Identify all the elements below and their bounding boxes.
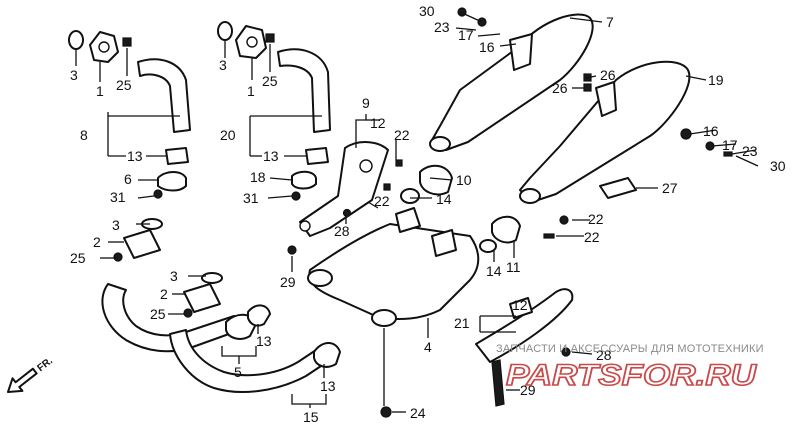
callout-22-b: 22 [374,193,390,209]
nut-25a [122,37,132,47]
callout-12-b: 12 [512,297,528,313]
callout-22-a: 22 [394,127,410,143]
callout-3-d: 3 [170,268,178,284]
callout-10: 10 [456,172,472,188]
callout-6: 6 [124,171,132,187]
callout-1-a: 1 [96,83,104,99]
callout-17-b: 17 [722,137,738,153]
callout-11: 11 [506,259,521,275]
callout-3-a: 3 [70,67,78,83]
callout-14-b: 14 [486,263,502,279]
callout-25-c: 25 [70,250,86,266]
callout-24: 24 [410,405,426,421]
callout-1-b: 1 [247,83,255,99]
callout-31-a: 31 [110,189,126,205]
muffler-7 [431,13,594,151]
callout-19: 19 [708,72,724,88]
ring-14b [479,239,497,253]
callout-13-d: 13 [320,378,336,394]
gasket-3a [68,30,84,50]
callout-28-b: 28 [596,347,612,363]
callout-16-a: 16 [479,39,495,55]
watermark: ЗАПЧАСТИ И АКСЕССУАРЫ ДЛЯ МОТОТЕХНИКИ PA… [496,343,764,393]
callout-9: 9 [362,95,370,111]
callout-8: 8 [80,127,88,143]
leader-lines [75,11,759,413]
gasket-3b [217,21,233,41]
callout-26-b: 26 [552,80,568,96]
callout-23-a: 23 [434,19,450,35]
callout-2-b: 2 [160,286,168,302]
callout-4: 4 [424,339,432,355]
callout-22-d: 22 [584,229,600,245]
front-direction-arrow: FR. [7,355,55,393]
arrow-icon [7,367,38,393]
callout-31-b: 31 [243,190,259,206]
bolt-31a [153,189,163,199]
muffler-19 [519,60,691,203]
callout-29-b: 29 [520,382,536,398]
callout-28-a: 28 [334,223,350,239]
muffler-7-bracket [509,33,533,71]
collar-13b [305,147,329,165]
callout-17-a: 17 [458,27,474,43]
collar-11 [491,215,521,244]
callout-20: 20 [220,127,236,143]
callout-2-a: 2 [93,234,101,250]
callout-13-c: 13 [256,333,272,349]
callout-21: 21 [454,315,470,331]
plate-27 [599,177,637,199]
callout-30-a: 30 [419,3,435,19]
callout-16-b: 16 [703,123,719,139]
clamp-6 [157,171,187,192]
callout-23-b: 23 [742,143,758,159]
flange-2a [123,229,161,259]
pipe-20 [277,48,331,133]
pipe-8 [137,58,191,133]
callout-labels: 30 23 17 16 7 3 1 25 3 1 25 26 26 19 9 1… [70,3,786,425]
callout-15: 15 [303,409,319,425]
bolt-31b [291,191,301,201]
muffler-19-bracket [595,81,617,117]
callout-12-a: 12 [370,115,386,131]
callout-7: 7 [606,14,614,30]
callout-13-b: 13 [263,148,279,164]
callout-25-a: 25 [116,77,132,93]
callout-13-a: 13 [127,148,143,164]
callout-27: 27 [662,180,678,196]
callout-18: 18 [250,169,266,185]
pipe-21 [475,288,574,363]
callout-5: 5 [234,364,242,380]
callout-22-c: 22 [588,211,604,227]
collar-13a [165,147,189,165]
callout-26-a: 26 [600,67,616,83]
parts-artwork [68,7,733,418]
callout-25-b: 25 [262,73,278,89]
watermark-brand: PARTSFOR.RU [506,359,758,392]
callout-14-a: 14 [436,191,452,207]
gasket-3d [201,272,223,284]
callout-30-b: 30 [770,158,786,174]
clamp-18 [291,170,317,190]
callout-3-c: 3 [112,217,120,233]
clamp-12b [509,297,533,319]
flange-2b [183,283,221,313]
callout-29-a: 29 [280,274,296,290]
nut-25b [265,33,275,43]
ring-14a [400,188,420,204]
callout-25-d: 25 [150,306,166,322]
collar-10 [419,164,453,196]
watermark-subtitle: ЗАПЧАСТИ И АКСЕССУАРЫ ДЛЯ МОТОТЕХНИКИ [496,343,764,355]
callout-3-b: 3 [219,57,227,73]
front-arrow-label: FR. [35,355,55,374]
